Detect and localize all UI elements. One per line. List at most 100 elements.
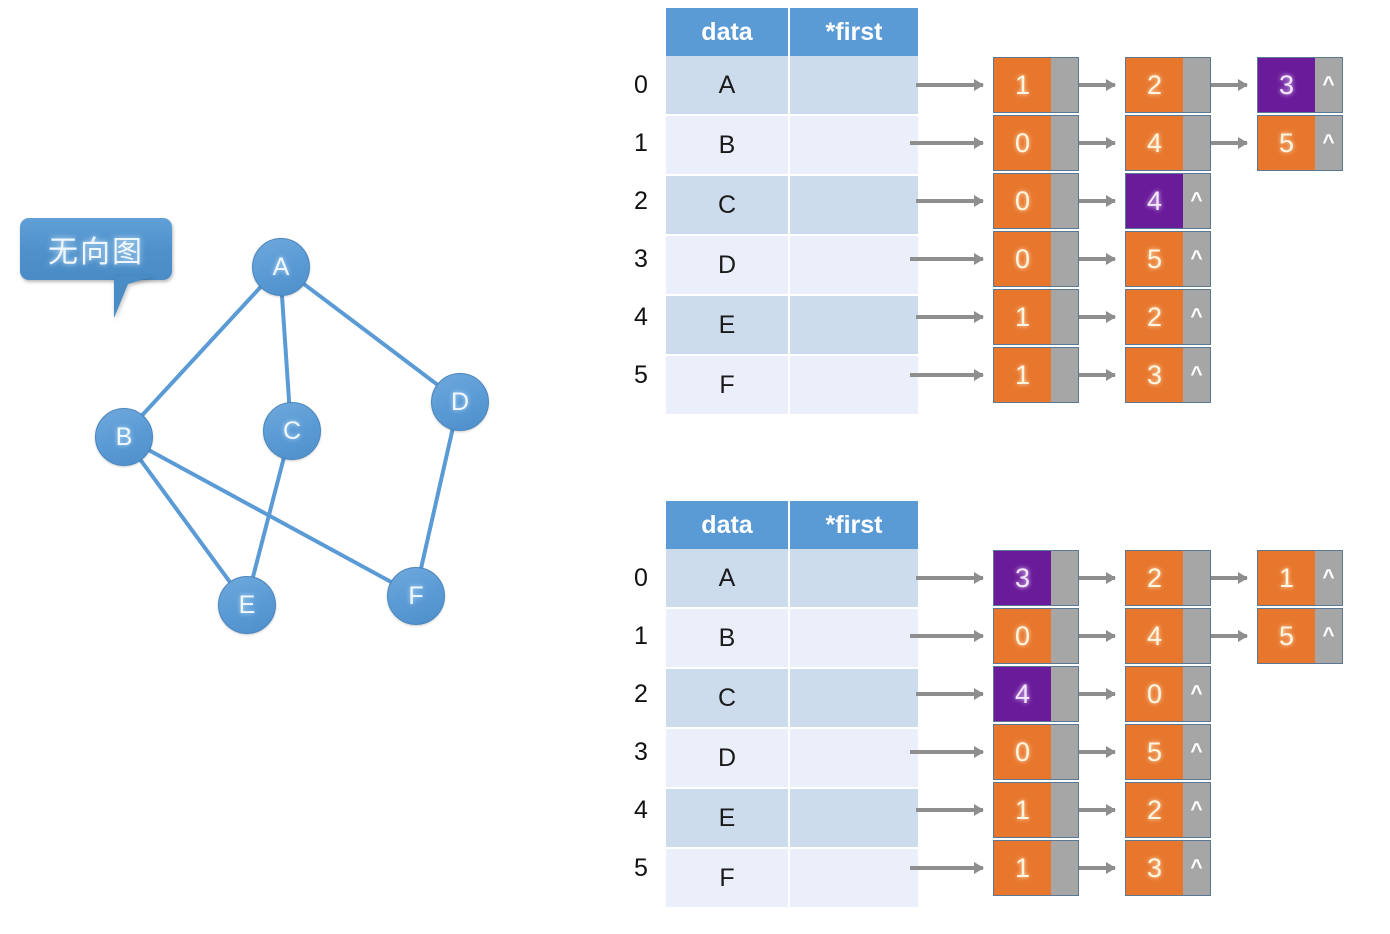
column-header-data: data [666,8,790,56]
list-node-null-marker: ^ [1183,725,1210,779]
list-node: 1 [993,289,1079,345]
pointer-arrow-next [1079,572,1116,584]
row-index-label: 3 [634,245,648,273]
list-node-null-marker: ^ [1183,667,1210,721]
row-index-label: 5 [634,854,648,882]
graph-node-label: F [408,581,424,610]
list-node-next-pointer [1183,609,1210,663]
pointer-arrow-first [910,630,984,642]
list-node-next-pointer [1051,841,1078,895]
graph-edge-layer [135,279,456,586]
graph-node-label: D [450,387,470,416]
list-node-null-marker: ^ [1183,841,1210,895]
list-node-value: 5 [1258,609,1315,663]
list-node-null-marker: ^ [1315,58,1342,112]
list-node-value: 0 [994,232,1051,286]
list-node-value: 4 [1126,174,1183,228]
pointer-arrow-next [1211,572,1248,584]
list-node: 1 [993,840,1079,896]
cell-first-pointer [790,849,918,909]
list-node: 5^ [1125,724,1211,780]
pointer-arrow-next [1211,79,1248,91]
list-node: 5^ [1125,231,1211,287]
pointer-arrow-first [916,688,984,700]
list-node-value: 5 [1258,116,1315,170]
cell-data: E [666,296,790,356]
cell-data: B [666,116,790,176]
list-node: 1 [993,347,1079,403]
row-index-label: 4 [634,303,648,331]
list-node: 3^ [1125,840,1211,896]
pointer-arrow-next [1079,311,1116,323]
list-node-next-pointer [1051,551,1078,605]
cell-first-pointer [790,236,918,296]
list-node-value: 2 [1126,290,1183,344]
pointer-arrow-first [916,572,984,584]
column-header-data: data [666,501,790,549]
list-node: 3^ [1125,347,1211,403]
pointer-arrow-next [1079,137,1116,149]
list-node-value: 3 [1126,348,1183,402]
list-node-null-marker: ^ [1315,551,1342,605]
pointer-arrow-next [1211,137,1248,149]
cell-data: C [666,669,790,729]
graph-node-label: E [238,590,256,619]
list-node: 4 [993,666,1079,722]
list-node-value: 1 [994,348,1051,402]
row-index-label: 2 [634,187,648,215]
cell-first-pointer [790,116,918,176]
column-header-first: *first [790,8,918,56]
list-node: 0 [993,724,1079,780]
list-node: 5^ [1257,115,1343,171]
cell-first-pointer [790,56,918,116]
list-node-value: 2 [1126,783,1183,837]
list-node-next-pointer [1051,58,1078,112]
table-header-row: data*first [666,8,918,56]
pointer-arrow-first [916,195,984,207]
cell-first-pointer [790,296,918,356]
graph-edge-D-F [418,423,456,573]
list-node-next-pointer [1051,116,1078,170]
pointer-arrow-next [1079,369,1116,381]
list-node-next-pointer [1051,667,1078,721]
list-node: 4^ [1125,173,1211,229]
pointer-arrow-first [916,804,984,816]
table-row: C [666,669,918,729]
callout-bubble: 无向图 [20,218,172,280]
list-node-value: 0 [994,609,1051,663]
table-row: D [666,236,918,296]
cell-data: C [666,176,790,236]
pointer-arrow-first [910,137,984,149]
list-node: 0^ [1125,666,1211,722]
pointer-arrow-next [1079,862,1116,874]
pointer-arrow-next [1079,630,1116,642]
graph-node-label: B [115,422,133,451]
list-node-value: 3 [1258,58,1315,112]
list-node-null-marker: ^ [1183,783,1210,837]
list-node-value: 1 [994,58,1051,112]
list-node-value: 5 [1126,232,1183,286]
table-row: C [666,176,918,236]
list-node-null-marker: ^ [1183,174,1210,228]
list-node-value: 1 [994,290,1051,344]
graph-edge-A-B [137,282,266,420]
list-node-next-pointer [1051,174,1078,228]
cell-data: B [666,609,790,669]
list-node: 0 [993,173,1079,229]
list-node-value: 5 [1126,725,1183,779]
list-node-value: 2 [1126,551,1183,605]
graph-node-E: E [218,576,276,634]
pointer-arrow-next [1079,746,1116,758]
list-node: 3 [993,550,1079,606]
table-header-row: data*first [666,501,918,549]
table-row: F [666,849,918,909]
list-node: 0 [993,231,1079,287]
row-index-label: 0 [634,564,648,592]
row-index-label: 2 [634,680,648,708]
row-index-label: 0 [634,71,648,99]
graph-edge-A-D [297,279,442,388]
list-node: 5^ [1257,608,1343,664]
table-row: B [666,609,918,669]
